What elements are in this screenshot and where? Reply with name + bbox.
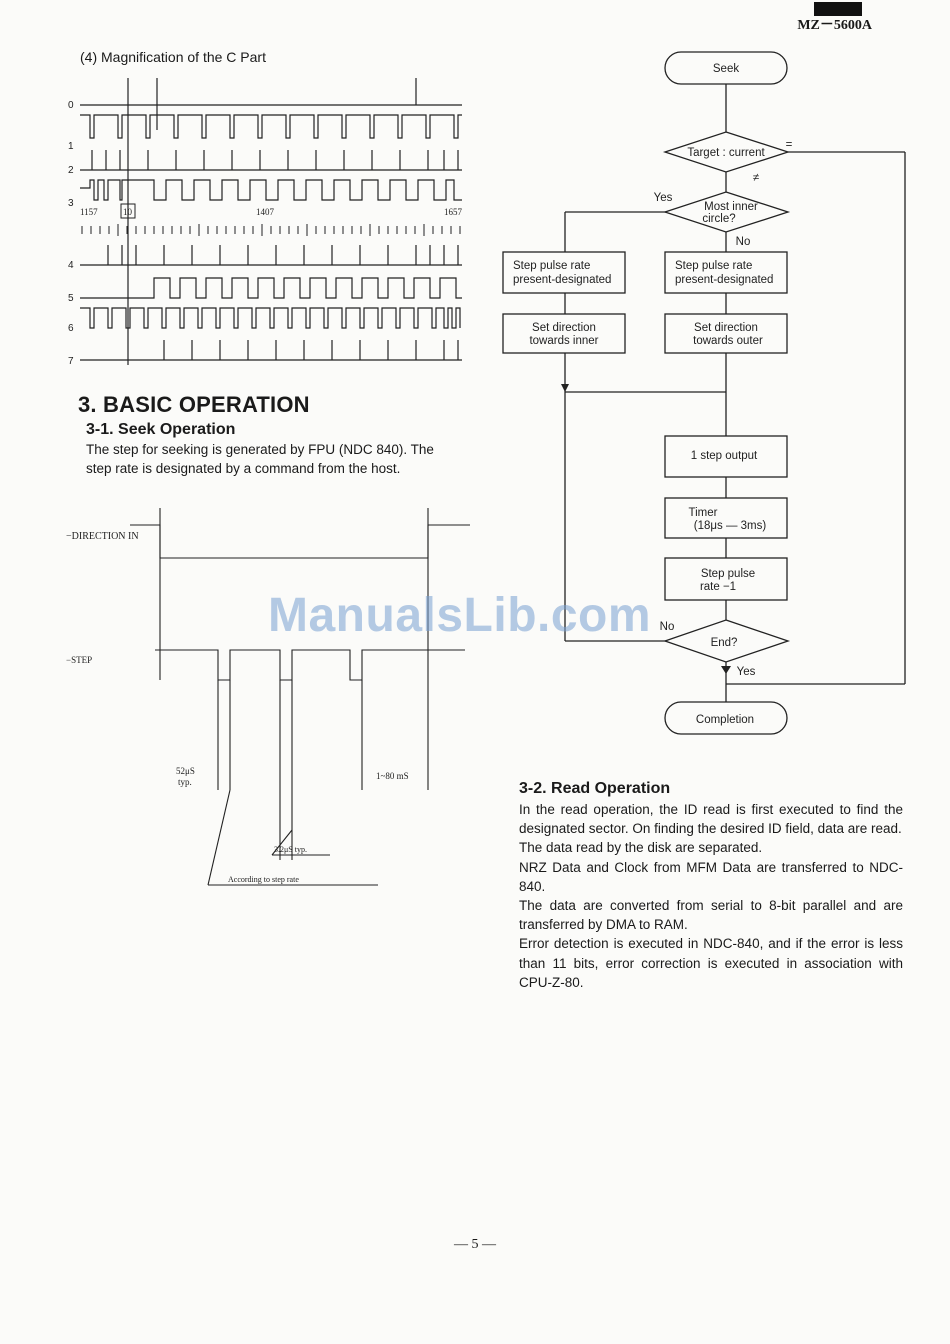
- fc-dir-outer-2: towards outer: [693, 335, 763, 347]
- timing-diagram: 0 1 2 3 4 5 6 7 1157 10 1407 1657: [68, 78, 463, 367]
- row-label-2: 2: [68, 165, 74, 176]
- counter-1407: 1407: [256, 207, 275, 217]
- step-waveform: [155, 649, 465, 681]
- trace-row-6: [80, 307, 461, 329]
- read-paragraph-1: In the read operation, the ID read is fi…: [519, 802, 903, 837]
- step-dec-box: [664, 557, 788, 601]
- page-number: — 5 —: [454, 1237, 496, 1252]
- trace-row-1: [80, 114, 462, 139]
- inner-decision: [662, 191, 791, 233]
- row-label-0: 0: [68, 100, 74, 111]
- seek-timing-diagram: −DIRECTION IN −STEP 52μS typ. 1~80 mS 3.…: [66, 508, 470, 886]
- fc-step-right-2: present-designated: [675, 274, 773, 286]
- counter-10: 10: [123, 207, 133, 217]
- fc-dir-inner-1: Set direction: [532, 322, 596, 334]
- period-range-label: 1~80 mS: [376, 771, 409, 781]
- fc-step-right-1: Step pulse rate: [675, 260, 752, 272]
- fc-yes2: Yes: [737, 666, 756, 678]
- pulse-width-typ: typ.: [178, 777, 192, 787]
- row-label-5: 5: [68, 293, 74, 304]
- model-number: MZ－5600A: [797, 18, 872, 33]
- fc-no1: No: [736, 236, 751, 248]
- seek-description: The step for seeking is generated by FPU…: [86, 442, 434, 476]
- read-paragraph-5: Error detection is executed in NDC-840, …: [519, 936, 903, 990]
- step-label: −STEP: [66, 655, 92, 665]
- fc-step-dec-1: Step pulse: [701, 568, 755, 580]
- step-pulse-left-box: [502, 251, 626, 294]
- fc-target: Target : current: [687, 147, 765, 159]
- fc-equal: =: [786, 139, 793, 151]
- fc-timer-2: (18μs — 3ms): [694, 520, 767, 532]
- direction-in-label: −DIRECTION IN: [66, 531, 139, 542]
- subsection-read-title: 3-2. Read Operation: [519, 780, 671, 797]
- fc-completion: Completion: [696, 714, 754, 726]
- fc-step-dec-2: rate −1: [700, 581, 736, 593]
- pulse-width-label: 52μS: [176, 766, 195, 776]
- fc-dir-inner-2: towards inner: [529, 335, 598, 347]
- fc-seek: Seek: [713, 63, 739, 75]
- section-title: 3. BASIC OPERATION: [78, 392, 310, 417]
- read-paragraph-2: The data read by the disk are separated.: [519, 840, 763, 856]
- counter-1657: 1657: [444, 207, 463, 217]
- step-pulse-right-box: [664, 251, 788, 294]
- watermark: ManualsLib.com: [268, 589, 652, 642]
- fc-timer-1: Timer: [689, 507, 718, 519]
- trace-row-5: [80, 277, 462, 299]
- fc-no2: No: [660, 621, 675, 633]
- seek-terminator: [664, 51, 788, 85]
- trace-row-3: [80, 179, 462, 201]
- dir-inner-box: [502, 313, 626, 354]
- according-label: According to step rate: [228, 875, 299, 884]
- read-paragraph-4: The data are converted from serial to 8-…: [519, 898, 903, 933]
- fc-step-left-1: Step pulse rate: [513, 260, 590, 272]
- fc-yes1: Yes: [654, 192, 673, 204]
- row-label-3: 3: [68, 198, 74, 209]
- dir-outer-box: [664, 313, 788, 354]
- interval-label: 3.2μS typ.: [274, 845, 307, 854]
- target-decision: [662, 131, 791, 173]
- read-description: In the read operation, the ID read is fi…: [519, 800, 903, 992]
- row-label-1: 1: [68, 141, 74, 152]
- fc-step-left-2: present-designated: [513, 274, 611, 286]
- end-decision: [663, 619, 791, 663]
- fc-inner-2: circle?: [702, 213, 735, 225]
- row-label-6: 6: [68, 323, 74, 334]
- timing-caption: (4) Magnification of the C Part: [80, 49, 266, 65]
- seek-flowchart: Seek Target : current = ≠ Yes Most inner…: [502, 51, 906, 735]
- one-step-box: [664, 435, 788, 478]
- header-bar: [814, 2, 862, 16]
- fc-dir-outer-1: Set direction: [694, 322, 758, 334]
- counter-1157: 1157: [80, 207, 98, 217]
- row-label-7: 7: [68, 356, 74, 367]
- fc-inner-1: Most inner: [704, 201, 758, 213]
- completion-terminator: [664, 701, 788, 735]
- timer-box: [664, 497, 788, 539]
- row-label-4: 4: [68, 260, 74, 271]
- read-paragraph-3: NRZ Data and Clock from MFM Data are tra…: [519, 859, 903, 894]
- fc-end: End?: [711, 637, 738, 649]
- subsection-seek-title: 3-1. Seek Operation: [86, 421, 236, 438]
- fc-not-equal: ≠: [753, 172, 759, 184]
- fc-one-step: 1 step output: [691, 450, 758, 462]
